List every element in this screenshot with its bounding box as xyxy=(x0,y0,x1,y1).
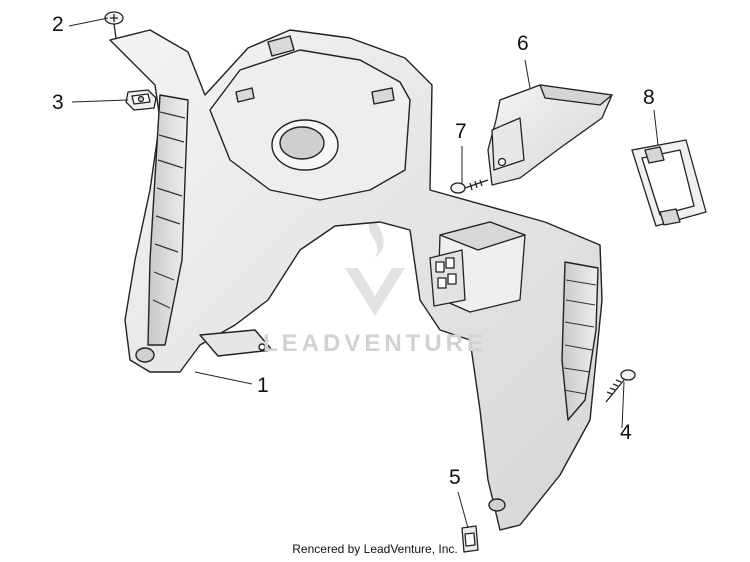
callout-5: 5 xyxy=(449,466,461,489)
callout-6: 6 xyxy=(517,32,529,55)
watermark-logo xyxy=(345,215,405,316)
callout-1: 1 xyxy=(257,374,269,397)
inner-shield-panel xyxy=(109,29,603,531)
callout-8: 8 xyxy=(643,86,655,109)
watermark-text: LEADVENTURE xyxy=(262,330,487,357)
screw-part-2 xyxy=(104,11,124,39)
frame-part-8 xyxy=(631,139,707,227)
clip-nut-part-3 xyxy=(125,89,157,111)
screw-part-7 xyxy=(450,179,489,194)
screw-part-4 xyxy=(605,369,636,403)
callout-3: 3 xyxy=(52,91,64,114)
callout-4: 4 xyxy=(620,421,632,444)
cover-part-6 xyxy=(487,84,613,186)
connector-block xyxy=(429,221,526,313)
clip-part-5 xyxy=(461,525,479,553)
callout-2: 2 xyxy=(52,13,64,36)
callout-7: 7 xyxy=(455,120,467,143)
leader-lines xyxy=(68,17,659,529)
footer-credit: Rencered by LeadVenture, Inc. xyxy=(292,542,458,556)
